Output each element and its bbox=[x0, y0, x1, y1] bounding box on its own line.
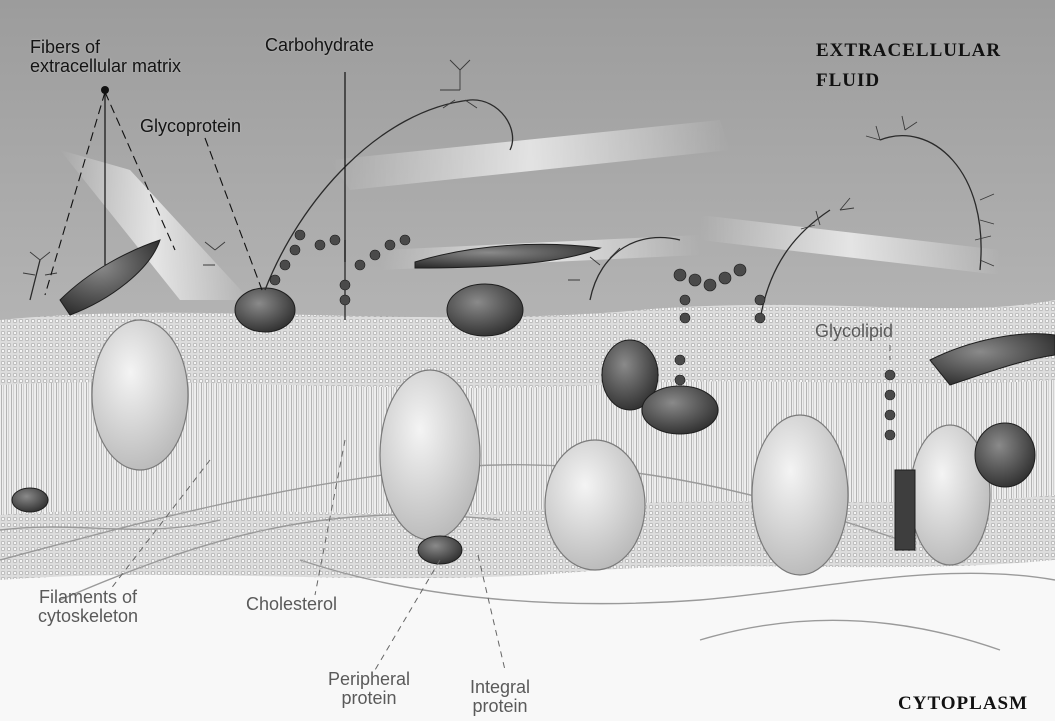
carbohydrate-label: Carbohydrate bbox=[265, 36, 374, 55]
extracellular-line1: EXTRACELLULAR bbox=[816, 36, 1001, 66]
filaments-label-line2: cytoskeleton bbox=[38, 607, 138, 626]
extracellular-line2: FLUID bbox=[816, 66, 1001, 96]
peripheral-line2: protein bbox=[328, 689, 410, 708]
glycolipid-label: Glycolipid bbox=[815, 322, 893, 341]
integral-line1: Integral bbox=[470, 678, 530, 697]
glycoprotein-label: Glycoprotein bbox=[140, 117, 241, 136]
filaments-label-line1: Filaments of bbox=[38, 588, 138, 607]
cytoplasm-label: CYTOPLASM bbox=[898, 694, 1028, 713]
cholesterol-label: Cholesterol bbox=[246, 595, 337, 614]
fibers-label: Fibers of extracellular matrix bbox=[30, 38, 181, 76]
integral-line2: protein bbox=[470, 697, 530, 716]
peripheral-line1: Peripheral bbox=[328, 670, 410, 689]
fibers-label-line2: extracellular matrix bbox=[30, 57, 181, 76]
peripheral-protein-label: Peripheral protein bbox=[328, 670, 410, 708]
extracellular-fluid-label: EXTRACELLULAR FLUID bbox=[816, 36, 1001, 96]
fibers-label-line1: Fibers of bbox=[30, 38, 181, 57]
integral-protein-label: Integral protein bbox=[470, 678, 530, 716]
filaments-label: Filaments of cytoskeleton bbox=[38, 588, 138, 626]
